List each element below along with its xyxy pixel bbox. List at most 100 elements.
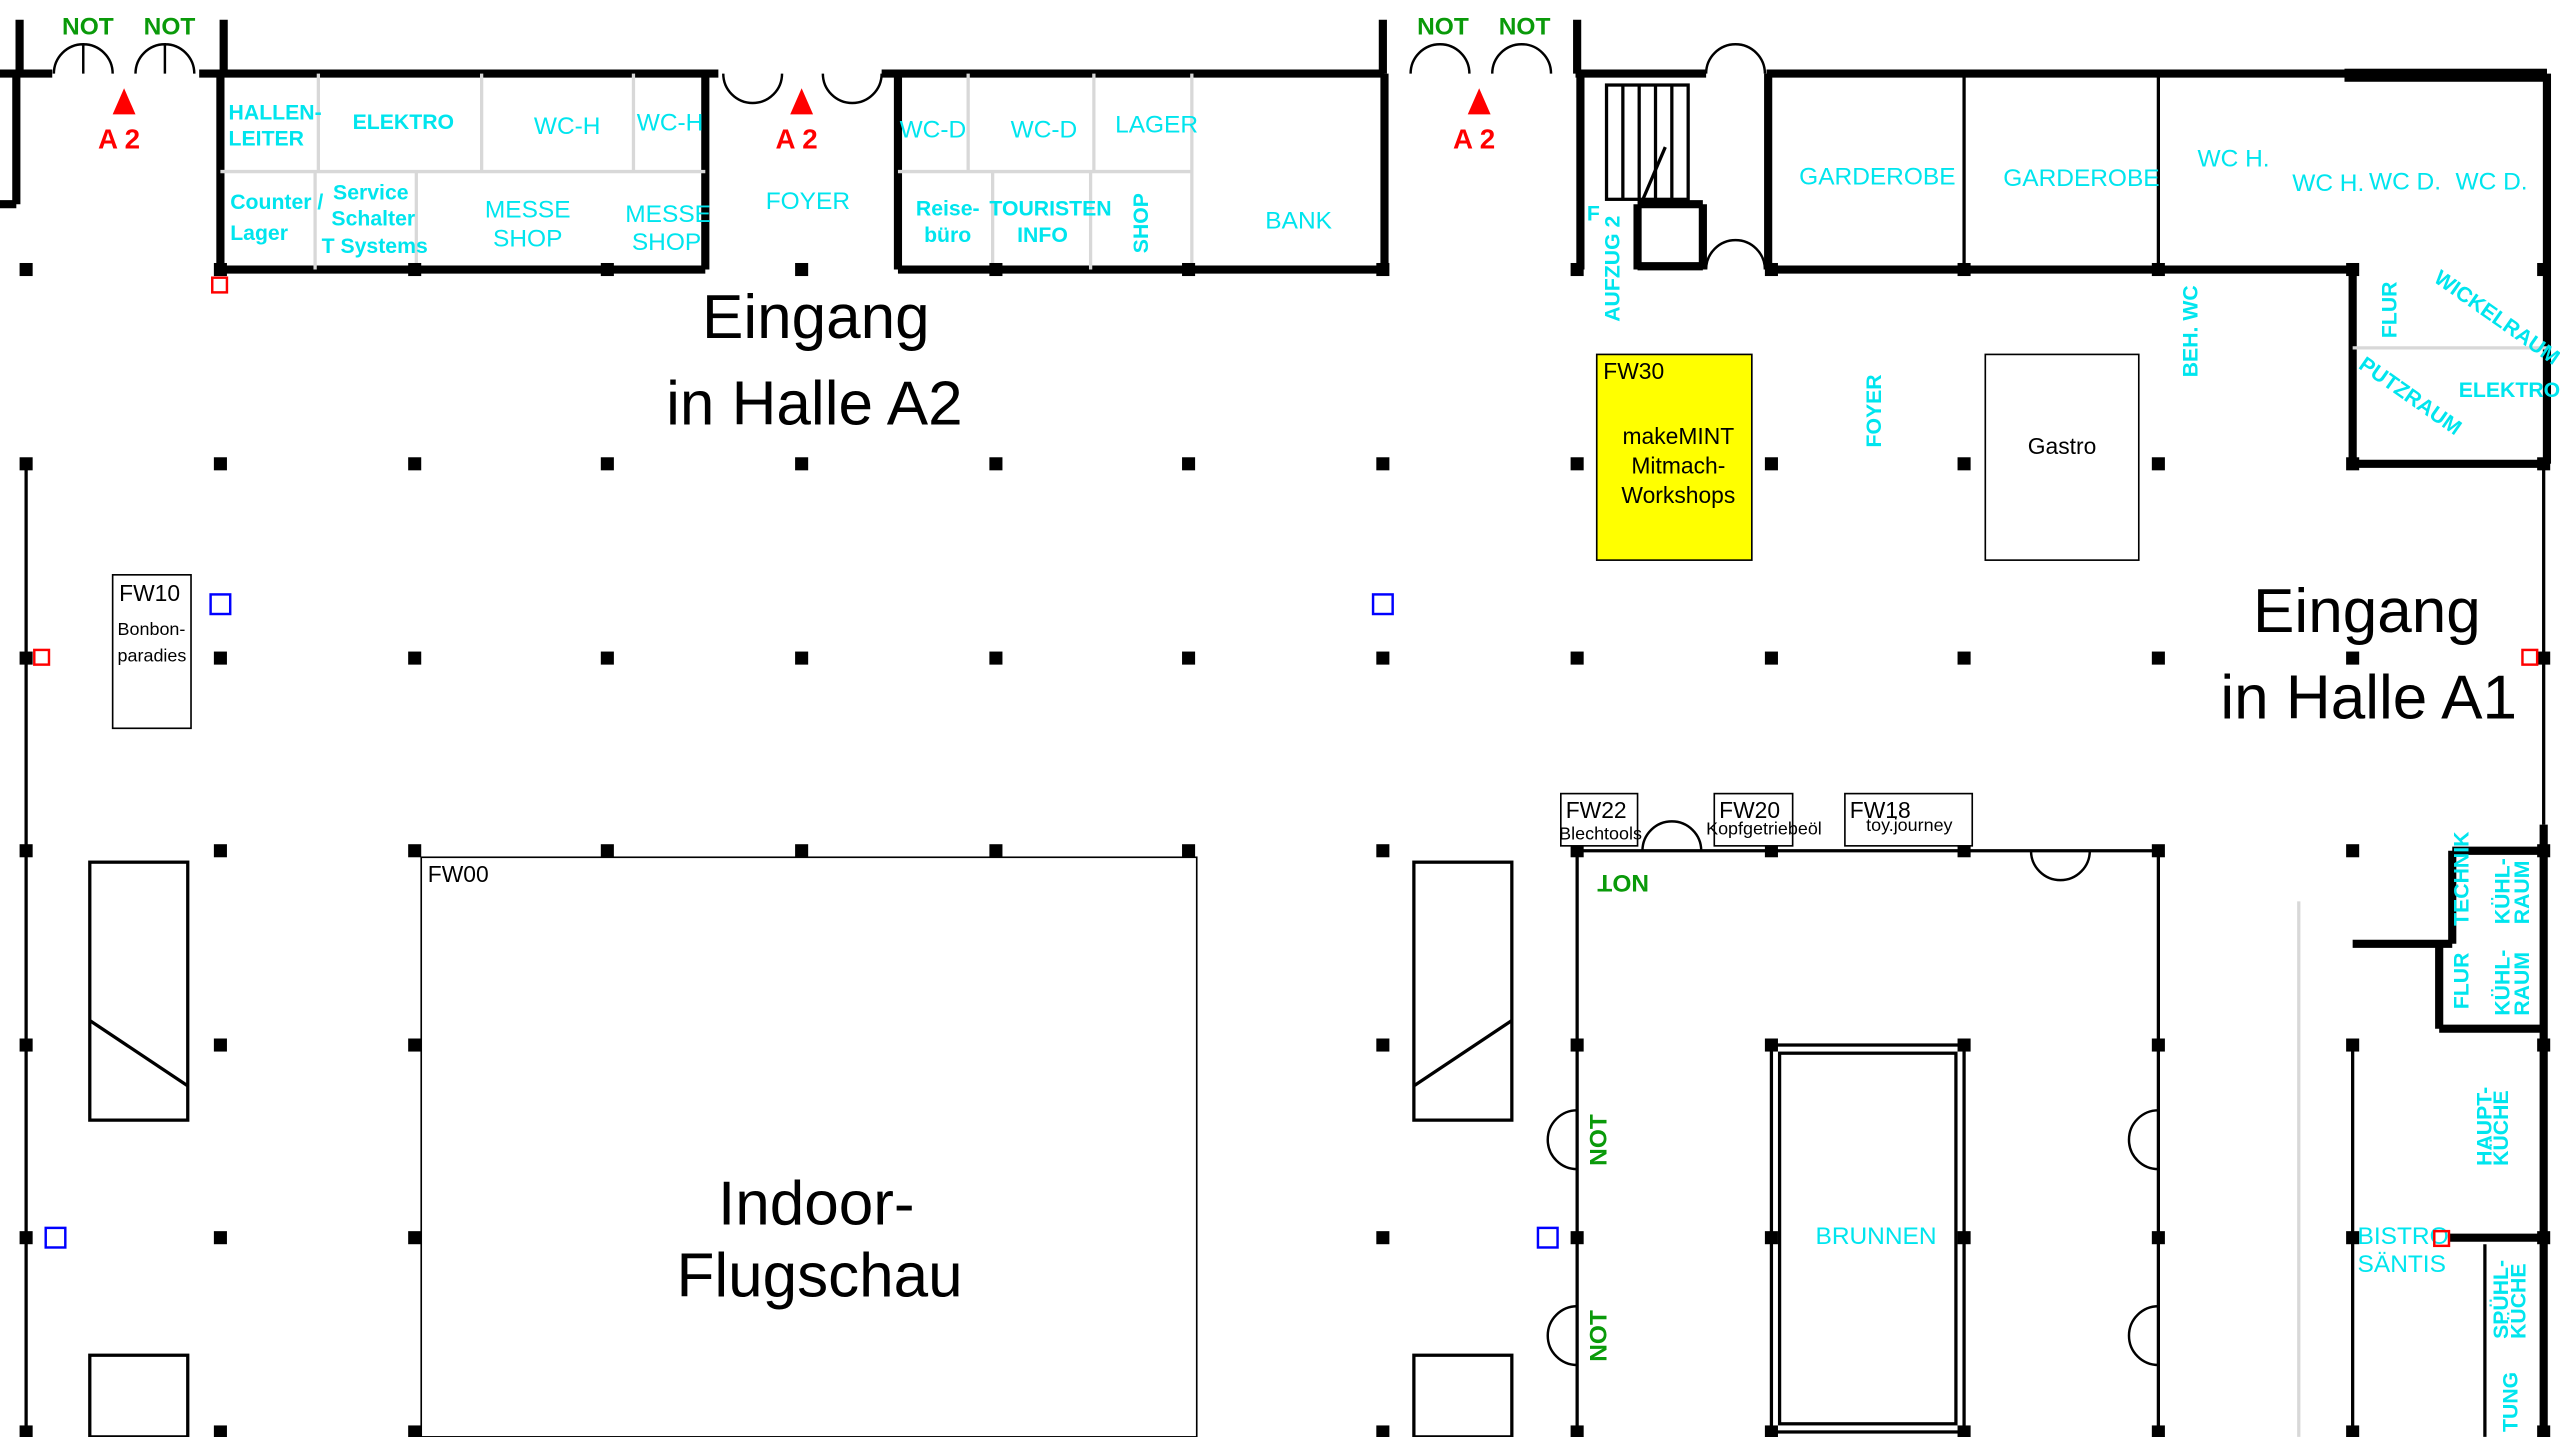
room-label: T Systems [322, 235, 428, 258]
hall-marker-label: A 2 [776, 124, 818, 155]
column-pillar [2151, 1231, 2165, 1245]
room-label: LAGER [1115, 111, 1198, 138]
room-label: TOURISTEN [989, 198, 1111, 221]
column-pillar [408, 1425, 422, 1437]
booth-name: Gastro [2028, 433, 2097, 459]
column-pillar [2151, 1425, 2165, 1437]
room-label: F [1587, 203, 1600, 226]
room-label: SÄNTIS [2358, 1251, 2446, 1278]
room-label: TUNG [2500, 1372, 2523, 1432]
fire-extinguisher-icon [2433, 1229, 2451, 1248]
booth-id: FW30 [1603, 358, 1664, 384]
booth-name: Blechtools [1559, 823, 1642, 843]
room-label: KÜCHE [2506, 1263, 2531, 1338]
column-pillar [1957, 1038, 1971, 1052]
room-label: KÜHL- [2489, 858, 2514, 924]
room-label: WC-H [534, 113, 601, 140]
info-point-icon [1536, 1226, 1559, 1249]
booth-fw10[interactable]: FW10 Bonbon- paradies [111, 574, 192, 730]
room-label: INFO [1017, 224, 1068, 247]
info-point-icon [44, 1226, 67, 1249]
room-label: Lager [230, 222, 288, 245]
column-pillar [1182, 844, 1196, 858]
hall-marker-label: A 2 [98, 124, 140, 155]
column-pillar [213, 1231, 227, 1245]
column-pillar [1182, 457, 1196, 471]
room-label: KÜCHE [2488, 1090, 2513, 1165]
entrance-a1-label: Eingang in Halle A1 [2220, 577, 2517, 733]
booth-name: Indoor- [718, 1170, 915, 1239]
fire-extinguisher-icon [33, 648, 51, 666]
column-pillar [408, 844, 422, 858]
room-label: KÜHL- [2489, 950, 2514, 1016]
booth-name: Mitmach- [1631, 453, 1725, 479]
column-pillar [213, 651, 227, 665]
column-pillar [2346, 457, 2360, 471]
booth-fw22[interactable]: FW22 Blechtools [1559, 792, 1642, 847]
room-label: SHOP [1130, 193, 1153, 253]
column-pillar [1376, 651, 1390, 665]
column-pillar [2346, 651, 2360, 665]
fire-extinguisher-icon [211, 276, 229, 294]
hall-markers: A 2 A 2 A 2 [98, 88, 1495, 155]
column-pillar [213, 1425, 227, 1437]
column-pillar [1570, 1038, 1584, 1052]
column-pillar [1957, 844, 1971, 858]
column-pillar [1764, 1231, 1778, 1245]
booth-id: FW20 [1719, 797, 1780, 823]
column-pillar [1376, 457, 1390, 471]
column-pillar [1764, 651, 1778, 665]
room-label: WICKELRAUM [2430, 266, 2560, 369]
column-pillar [408, 457, 422, 471]
room-label: WC D. [2369, 169, 2441, 196]
booth-fw00[interactable]: FW00 Indoor- Flugschau [420, 856, 1198, 1437]
entrance-label: in Halle A1 [2220, 663, 2517, 732]
column-pillar [1570, 457, 1584, 471]
column-pillar [19, 1038, 33, 1052]
entrance-label: Eingang [702, 283, 930, 352]
column-pillar [408, 651, 422, 665]
structural-columns [19, 262, 2551, 1437]
column-pillar [19, 457, 33, 471]
booth-fw20[interactable]: FW20 Kopfgetriebeöl [1706, 792, 1822, 847]
room-label: BANK [1265, 208, 1332, 235]
booth-name: makeMINT [1623, 423, 1735, 449]
column-pillar [1376, 844, 1390, 858]
column-pillar [213, 1038, 227, 1052]
column-pillar [2151, 1038, 2165, 1052]
column-pillar [19, 1231, 33, 1245]
fire-extinguisher-icon [2521, 648, 2539, 666]
column-pillar [1957, 1231, 1971, 1245]
column-pillar [1570, 1425, 1584, 1437]
emergency-exit-label: NOT [1597, 869, 1649, 896]
room-label: RAUM [2511, 861, 2534, 925]
room-label: HALLEN- [229, 101, 322, 124]
emergency-exit-labels: NOT NOT NOT NOT NOT NOT NOT [62, 13, 1649, 1361]
room-label: AUFZUG 2 [1602, 216, 1625, 322]
booth-id: FW18 [1850, 797, 1911, 823]
emergency-exit-label: NOT [1417, 13, 1469, 40]
room-label: ELEKTRO [2459, 379, 2560, 402]
booth-fw18[interactable]: FW18 toy.journey [1844, 792, 1974, 847]
column-pillar [19, 1425, 33, 1437]
room-label: ELEKTRO [353, 111, 454, 134]
column-pillar [2537, 457, 2551, 471]
column-pillar [1570, 651, 1584, 665]
column-pillar [989, 651, 1003, 665]
column-pillar [795, 651, 809, 665]
column-pillar [795, 844, 809, 858]
column-pillar [2151, 457, 2165, 471]
service-markers [33, 276, 2539, 1249]
column-pillar [1376, 262, 1390, 277]
emergency-exit-label: NOT [1499, 13, 1551, 40]
column-pillar [2151, 844, 2165, 858]
column-pillar [1376, 1425, 1390, 1437]
room-label: WC-D [1011, 116, 1078, 143]
booth-gastro[interactable]: Gastro [1984, 353, 2140, 561]
booth-fw30[interactable]: FW30 makeMINT Mitmach- Workshops [1595, 353, 1753, 561]
column-pillar [1570, 844, 1584, 858]
emergency-exit-label: NOT [1586, 1310, 1613, 1362]
room-labels: HALLEN- LEITER ELEKTRO WC-H WC-H Counter… [229, 101, 2560, 1432]
walls [0, 19, 2552, 1437]
column-pillar [1957, 1425, 1971, 1437]
